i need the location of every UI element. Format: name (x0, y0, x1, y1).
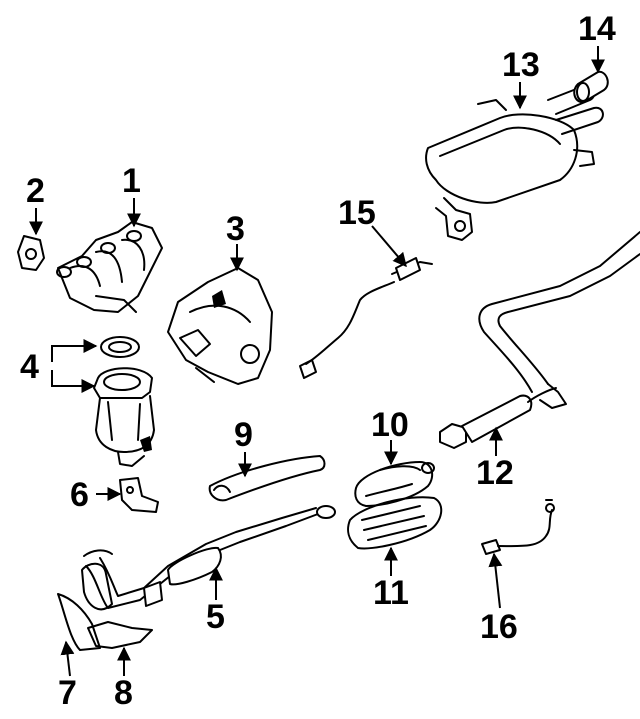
part-9-clamp (208, 455, 326, 502)
leader-4b (51, 370, 96, 393)
callout-2: 2 (26, 172, 45, 210)
callout-7: 7 (58, 674, 77, 712)
part-12-resonator-pipe (439, 387, 557, 449)
part-5-front-pipe (81, 505, 336, 611)
callout-5: 5 (206, 598, 225, 636)
tailpipe (478, 231, 640, 409)
part-6-bracket (119, 477, 159, 513)
callout-11: 11 (373, 574, 409, 612)
part-16-sensor (481, 499, 555, 555)
callout-9: 9 (234, 416, 253, 454)
callout-16: 16 (480, 608, 518, 646)
callout-13: 13 (502, 46, 540, 84)
part-10-converter (354, 461, 435, 507)
callout-3: 3 (226, 210, 245, 248)
part-14-exhaust-tip (573, 70, 609, 104)
callout-6: 6 (70, 476, 89, 514)
leader-4a (51, 339, 98, 362)
part-15-oxygen-sensor (299, 257, 433, 379)
part-11-shield (347, 496, 443, 550)
part-3-heat-shield (167, 267, 273, 385)
callout-8: 8 (114, 674, 133, 712)
part-1-exhaust-manifold (56, 221, 163, 313)
part-7-shield (57, 593, 101, 651)
part-4-catalytic-converter (93, 336, 155, 467)
part-13-muffler (425, 84, 604, 241)
callout-14: 14 (578, 10, 616, 48)
callout-4: 4 (20, 348, 39, 386)
callout-12: 12 (476, 454, 514, 492)
leader-16 (488, 552, 503, 609)
leader-15 (371, 225, 407, 268)
leader-lines (29, 46, 605, 677)
callout-1: 1 (122, 162, 141, 200)
part-8-shield (87, 621, 153, 649)
leader-7 (60, 640, 75, 677)
part-2-gasket (17, 235, 45, 271)
callout-10: 10 (371, 406, 409, 444)
callout-numbers: 1 2 3 4 5 6 7 8 9 10 11 12 13 14 15 16 (20, 10, 616, 712)
callout-15: 15 (338, 194, 376, 232)
